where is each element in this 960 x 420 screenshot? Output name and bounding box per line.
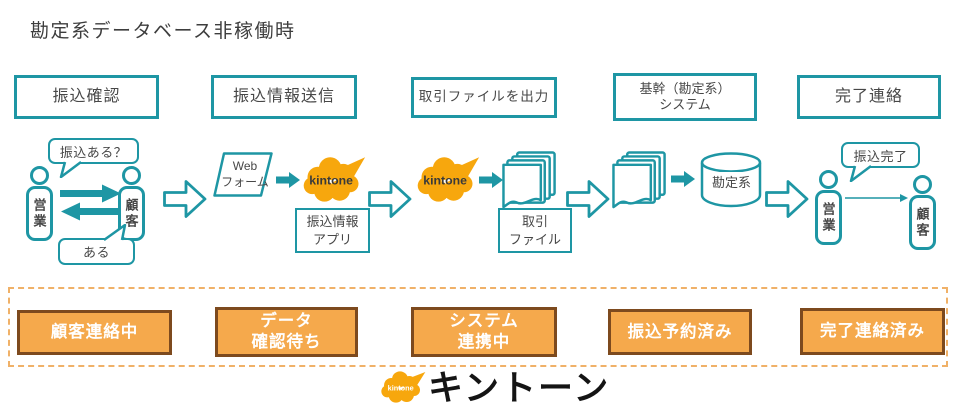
kintone-logo-cloud-label: kintone (388, 384, 414, 393)
kintone-logo-text: キントーン (428, 369, 611, 408)
bubble-text: ある (82, 245, 110, 260)
step-label: システム (659, 97, 711, 112)
document-stack-icon (612, 151, 666, 209)
person-label: 営業 (820, 201, 836, 234)
connector-arrow-icon (479, 172, 503, 188)
person-label: 顧客 (914, 206, 930, 239)
arrow-left-icon (61, 202, 122, 221)
person-body-icon: 顧客 (908, 195, 936, 250)
status-box-system-linking: システム 連携中 (411, 307, 557, 357)
kintone-cloud-icon: kintone (303, 157, 366, 202)
step-label: 基幹（勘定系） (639, 80, 731, 96)
person-customer-icon: 顧客 (908, 175, 936, 250)
bubble-tail-icon (849, 165, 872, 182)
step-box-transfer-check: 振込確認 (14, 75, 159, 119)
connector-arrow-icon (671, 171, 695, 187)
person-label: 顧客 (123, 197, 139, 230)
kintone-cloud-label: kintone (309, 174, 353, 188)
speech-bubble-ask: 振込ある？ (48, 138, 139, 164)
person-body-icon: 営業 (814, 190, 842, 245)
web-form-shape: Web フォーム (213, 152, 273, 197)
flow-arrow-icon (566, 180, 610, 218)
diagram-title: 勘定系データベース非稼働時 (30, 21, 296, 42)
person-body-icon: 営業 (25, 186, 53, 241)
arrow-right-icon (60, 184, 121, 203)
app-label-box: 振込情報 アプリ (295, 208, 370, 253)
bubble-text: 振込ある？ (59, 144, 128, 160)
web-form-label: Web フォーム (221, 158, 269, 189)
speech-bubble-done: 振込完了 (841, 142, 920, 168)
person-sales-icon: 営業 (814, 170, 842, 245)
step-box-core-system: 基幹（勘定系） システム (613, 73, 757, 121)
person-head-icon (121, 166, 141, 185)
document-stack-icon (502, 151, 556, 209)
status-legend-area (8, 287, 948, 367)
step-box-transaction-file-output: 取引ファイルを出力 (411, 77, 557, 118)
step-label: 完了連絡 (834, 88, 903, 105)
step-label: 振込確認 (52, 88, 121, 105)
status-box-data-check-waiting: データ 確認待ち (215, 307, 358, 357)
flow-arrow-icon (368, 180, 412, 218)
person-head-icon (912, 175, 932, 194)
flow-arrow-icon (765, 180, 809, 218)
bubble-tail-icon (59, 161, 82, 178)
step-label: 取引ファイルを出力 (418, 89, 550, 105)
step-box-completion-notice: 完了連絡 (797, 75, 941, 119)
status-box-transfer-reserved: 振込予約済み (608, 309, 752, 355)
status-box-completion-notified: 完了連絡済み (800, 308, 945, 355)
bubble-tail-icon (103, 224, 127, 241)
kintone-cloud-icon: kintone (417, 157, 480, 202)
person-label: 営業 (31, 197, 47, 230)
kintone-logo-cloud-icon: kintone (381, 371, 426, 403)
connector-arrow-icon (276, 172, 300, 188)
notify-arrow-icon (845, 194, 908, 202)
flow-arrow-icon (163, 180, 207, 218)
step-box-transfer-info-send: 振込情報送信 (211, 75, 357, 119)
step-label: 振込情報送信 (232, 88, 335, 105)
status-box-customer-contacting: 顧客連絡中 (17, 310, 172, 355)
person-head-icon (818, 170, 838, 189)
kintone-cloud-label: kintone (423, 174, 467, 188)
person-sales-icon: 営業 (25, 166, 53, 241)
speech-bubble-answer: ある (58, 238, 135, 265)
database-label: 勘定系 (709, 172, 755, 191)
file-label-box: 取引 ファイル (498, 208, 572, 253)
bubble-text: 振込完了 (853, 148, 908, 164)
person-head-icon (29, 166, 49, 185)
